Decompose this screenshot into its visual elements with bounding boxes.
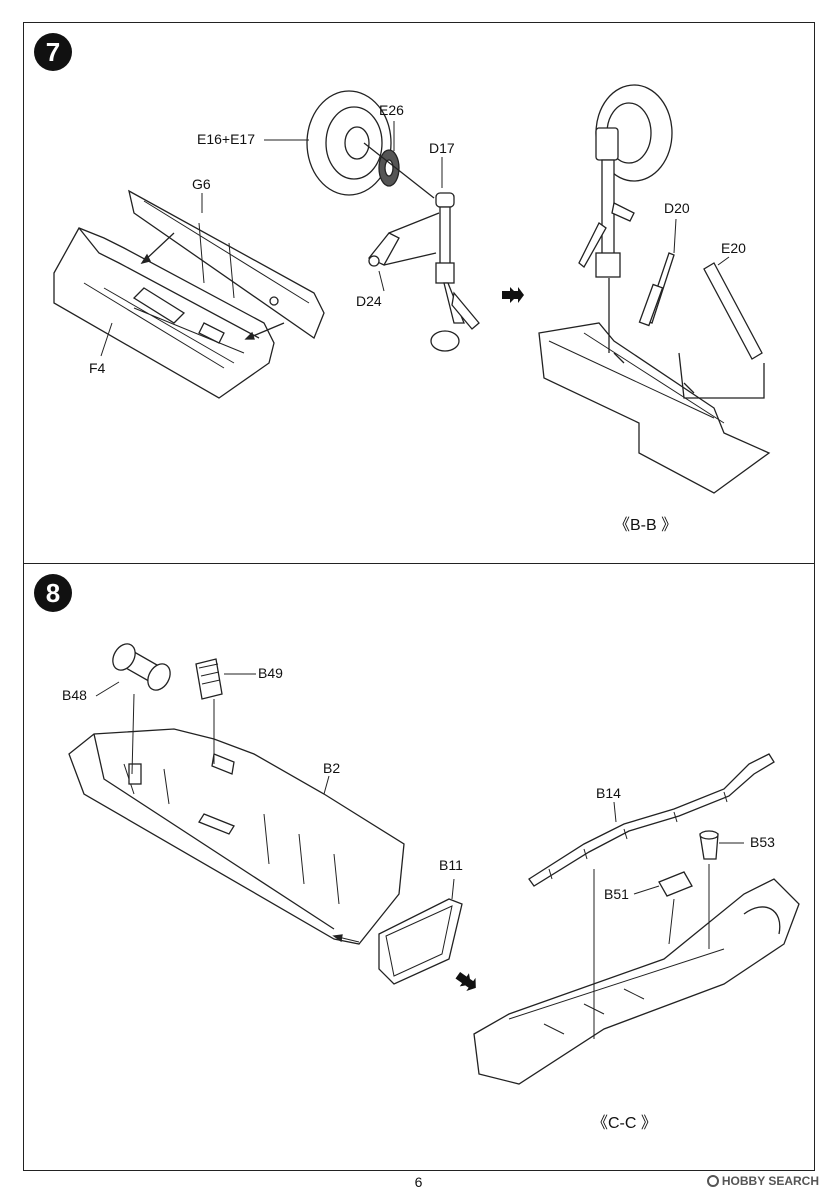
step-8-panel: 8 — [23, 563, 815, 1171]
label-e16-e17: E16+E17 — [197, 131, 255, 147]
hobby-search-logo-icon — [706, 1175, 719, 1187]
label-b49: B49 — [258, 665, 283, 681]
label-f4: F4 — [89, 360, 106, 376]
label-b2: B2 — [323, 760, 340, 776]
part-b2-shape — [68, 728, 405, 945]
label-e20: E20 — [721, 240, 746, 256]
part-b51-shape — [658, 871, 693, 897]
part-b49-shape — [195, 658, 223, 700]
part-b14-shape — [528, 753, 775, 887]
label-g6: G6 — [192, 176, 211, 192]
part-c-c-tray-shape — [473, 878, 800, 1085]
label-b14: B14 — [596, 785, 621, 801]
label-d17: D17 — [429, 140, 455, 156]
label-b51: B51 — [604, 886, 629, 902]
step-7-badge: 7 — [34, 33, 72, 71]
step-8-badge: 8 — [34, 574, 72, 612]
double-arrow-icon — [455, 971, 476, 991]
label-b11: B11 — [439, 857, 463, 873]
step-8-diagram: B48 B49 B2 B11 B14 B53 B51 — [62, 643, 800, 1085]
step-7-diagram: E16+E17 E26 D17 G6 D24 F4 D20 E20 — [53, 84, 771, 494]
label-b53: B53 — [750, 834, 775, 850]
label-d24: D24 — [356, 293, 382, 309]
part-d17-shape — [435, 192, 455, 208]
label-e26: E26 — [379, 102, 404, 118]
part-e20-shape — [703, 262, 763, 360]
label-b48: B48 — [62, 687, 87, 703]
step-7-panel: 7 — [23, 22, 815, 564]
view-label-b-b: 《B-B 》 — [614, 517, 678, 534]
double-arrow-icon — [502, 287, 524, 303]
part-b-b-tray-shape — [538, 322, 771, 494]
part-b11-shape — [378, 898, 463, 985]
page-number: 6 — [414, 1174, 423, 1190]
label-d20: D20 — [664, 200, 690, 216]
watermark-text: HOBBY SEARCH — [721, 1174, 819, 1188]
hobby-search-watermark: HOBBY SEARCH — [706, 1174, 819, 1188]
view-label-c-c: 《C-C 》 — [592, 1115, 657, 1132]
